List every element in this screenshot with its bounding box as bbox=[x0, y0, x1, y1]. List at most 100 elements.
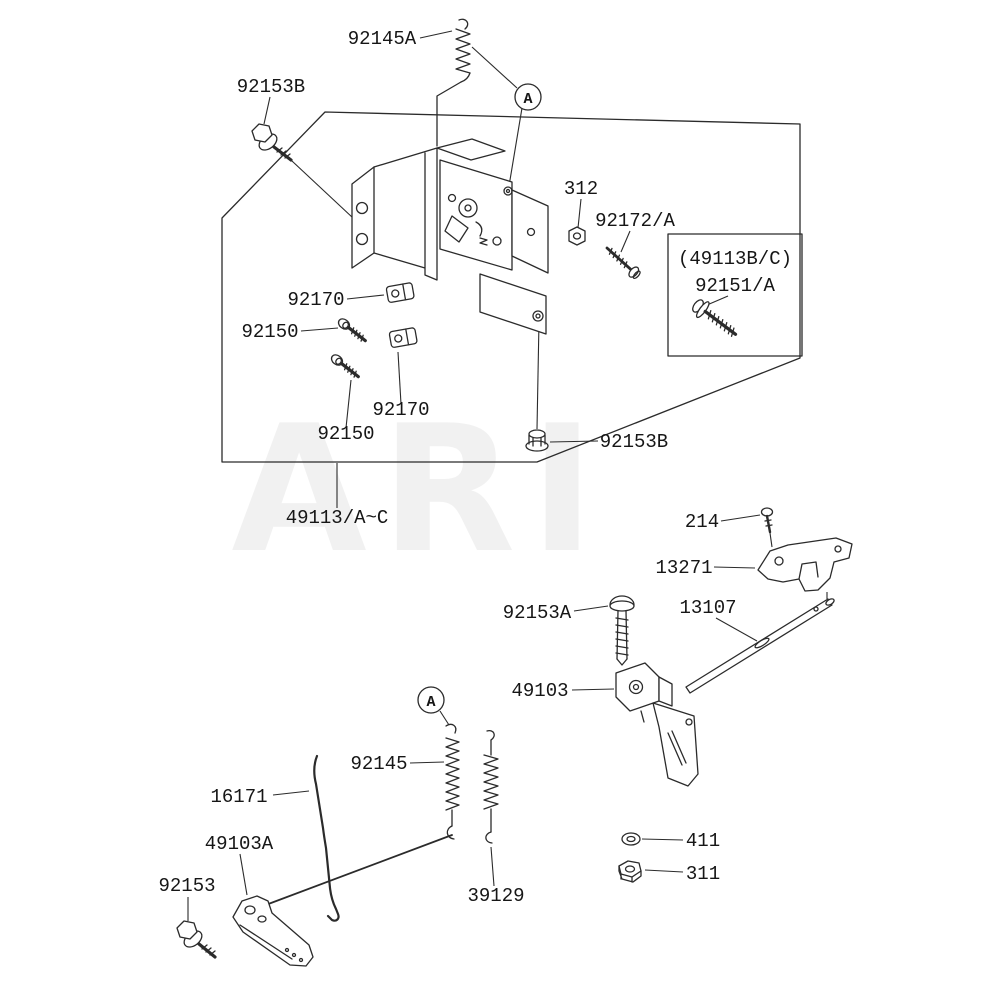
part-label-92170-upper: 92170 bbox=[287, 289, 344, 311]
thread-marks bbox=[615, 617, 629, 656]
cutout-notch bbox=[798, 561, 819, 580]
leader-92170-lower bbox=[397, 351, 402, 405]
hole bbox=[526, 227, 536, 237]
thread-marks bbox=[350, 327, 364, 342]
nut-311-illustration bbox=[618, 860, 642, 883]
hole bbox=[391, 289, 400, 298]
nut-92153B-lower-illustration bbox=[525, 429, 549, 452]
clevis-side bbox=[658, 676, 673, 707]
cam-disc bbox=[458, 198, 478, 218]
callout-a-top-line-up bbox=[471, 46, 518, 89]
callout-letter: A bbox=[523, 91, 532, 108]
thread-marks bbox=[343, 363, 357, 378]
pan-head bbox=[760, 507, 774, 517]
top-flange bbox=[436, 138, 506, 161]
part-label-214: 214 bbox=[685, 511, 719, 533]
washer-411-illustration bbox=[621, 832, 641, 846]
flange bbox=[525, 440, 549, 452]
bolt-92153-illustration bbox=[176, 920, 217, 959]
hole bbox=[535, 313, 541, 319]
stud bbox=[503, 186, 513, 196]
leader-lines bbox=[187, 30, 828, 921]
attachment-line bbox=[436, 81, 462, 147]
hook-path bbox=[446, 825, 455, 840]
nut-312-illustration bbox=[568, 226, 586, 246]
clamp-92170-upper-illustration bbox=[385, 282, 415, 303]
hole bbox=[355, 232, 369, 246]
pin-hole bbox=[813, 606, 819, 612]
slot bbox=[257, 915, 267, 923]
plate-13271-illustration bbox=[757, 537, 853, 592]
leader-92153B-lower bbox=[549, 440, 599, 443]
screw-92151A-illustration bbox=[692, 299, 738, 337]
hex-body bbox=[618, 860, 642, 878]
rod-16171-illustration bbox=[313, 754, 340, 922]
part-label-49103: 49103 bbox=[511, 680, 568, 702]
lower-plate bbox=[479, 273, 547, 335]
part-label-92145: 92145 bbox=[350, 753, 407, 775]
right-plate bbox=[439, 159, 513, 271]
hook-path bbox=[485, 831, 493, 844]
leader-214 bbox=[720, 514, 761, 522]
bracket-49103A-illustration bbox=[232, 895, 314, 967]
part-label-92170-lower: 92170 bbox=[372, 399, 429, 421]
coil-path bbox=[455, 28, 471, 74]
clamp-92170-lower-illustration bbox=[388, 327, 418, 348]
control-panel-bracket-illustration bbox=[351, 138, 549, 335]
part-label-311: 311 bbox=[686, 863, 720, 885]
hex-thickness bbox=[618, 865, 642, 883]
hole bbox=[394, 334, 403, 343]
stud bbox=[640, 710, 645, 723]
leader-92150-upper bbox=[300, 327, 339, 332]
hole bbox=[244, 905, 256, 915]
callout-a-top: A bbox=[514, 83, 542, 111]
hole bbox=[685, 718, 693, 726]
part-label-92145A: 92145A bbox=[348, 28, 417, 50]
shaft-13107-illustration bbox=[685, 598, 835, 694]
bolt-92153A-illustration bbox=[609, 595, 635, 666]
thread-marks bbox=[707, 309, 735, 337]
hardware-kit-box bbox=[667, 233, 803, 357]
leader-92153A bbox=[573, 605, 609, 612]
stud-center bbox=[505, 188, 511, 194]
part-label-92151A: 92151/A bbox=[695, 275, 775, 297]
slot bbox=[667, 730, 687, 766]
screw-214-illustration bbox=[760, 507, 774, 534]
cam-hub bbox=[464, 204, 472, 212]
hole-to-nut-line bbox=[536, 320, 540, 430]
spring-39129-illustration bbox=[483, 730, 499, 844]
screw-92150-lower-illustration bbox=[330, 354, 360, 379]
edge-line bbox=[239, 924, 293, 960]
clamp-body bbox=[388, 327, 418, 348]
rod-path bbox=[313, 754, 340, 922]
hook-path bbox=[486, 730, 495, 741]
assembly-outline-box bbox=[221, 111, 801, 463]
leader-49103A bbox=[239, 853, 248, 896]
part-label-39129: 39129 bbox=[467, 885, 524, 907]
leader-92150-lower bbox=[345, 379, 352, 429]
callout-circle bbox=[417, 686, 445, 714]
part-label-92153B-lower: 92153B bbox=[600, 431, 668, 453]
clamp-body bbox=[385, 282, 415, 303]
link-rod-illustration bbox=[262, 834, 453, 907]
leader-411 bbox=[641, 838, 684, 841]
leader-92172A bbox=[620, 230, 631, 253]
head-base bbox=[609, 600, 635, 612]
hole bbox=[624, 865, 636, 873]
hole bbox=[355, 201, 369, 215]
leader-92170-upper bbox=[346, 294, 385, 300]
part-label-92172A: 92172/A bbox=[595, 210, 675, 232]
leader-16171 bbox=[272, 790, 310, 796]
callout-a-bottom: A bbox=[417, 686, 445, 714]
part-label-411: 411 bbox=[686, 830, 720, 852]
lever-plate bbox=[652, 702, 699, 787]
hook-path bbox=[445, 723, 457, 734]
spring-hook-detail bbox=[475, 221, 483, 237]
washer-outline bbox=[621, 832, 641, 846]
fold-line bbox=[405, 328, 410, 346]
leader-13107 bbox=[715, 617, 758, 642]
head-shape bbox=[628, 266, 640, 278]
spring-92145-illustration bbox=[445, 723, 460, 840]
hook-path bbox=[460, 72, 471, 83]
leader-92151A bbox=[706, 295, 729, 306]
